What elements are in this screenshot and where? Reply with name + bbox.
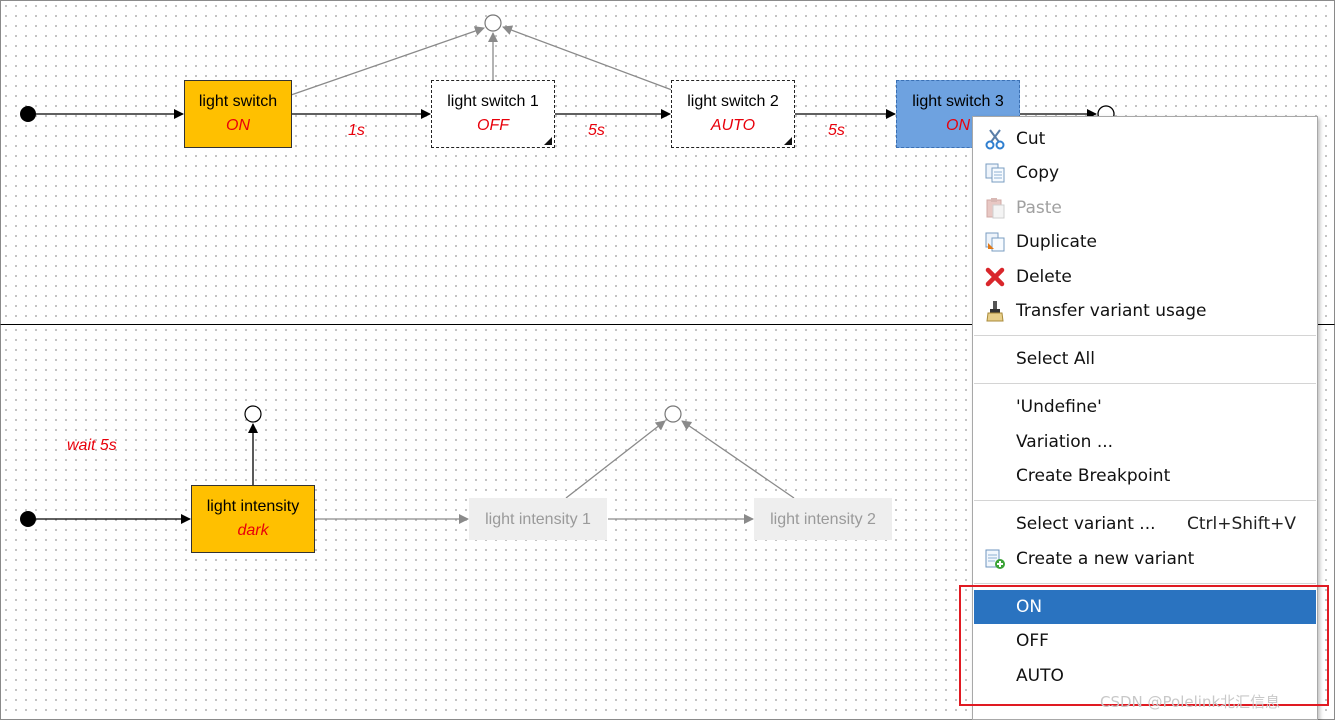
step-title: light switch 2 bbox=[687, 93, 779, 110]
menu-item-variation[interactable]: Variation ... bbox=[1016, 432, 1114, 452]
resize-handle-icon[interactable] bbox=[784, 137, 792, 145]
step-light-switch-2[interactable]: light switch 2 AUTO bbox=[671, 80, 795, 148]
menu-item-duplicate[interactable]: Duplicate bbox=[974, 225, 1316, 259]
paste-icon bbox=[986, 198, 1005, 219]
step-light-intensity-1[interactable]: light intensity 1 bbox=[469, 498, 607, 540]
new-variant-icon bbox=[985, 549, 1005, 569]
step-value: AUTO bbox=[710, 117, 756, 134]
menu-separator bbox=[974, 500, 1316, 501]
menu-item-select-all[interactable]: Select All bbox=[1016, 349, 1095, 369]
brush-icon bbox=[986, 301, 1004, 322]
copy-icon bbox=[985, 163, 1005, 183]
scissors-icon bbox=[985, 129, 1005, 150]
step-light-switch-1[interactable]: light switch 1 OFF bbox=[431, 80, 555, 148]
menu-item-variant-off[interactable]: OFF bbox=[1016, 631, 1049, 651]
menu-item-delete[interactable]: Delete bbox=[974, 260, 1316, 294]
delete-x-icon bbox=[985, 267, 1005, 287]
menu-item-select-variant[interactable]: Select variant ... Ctrl+Shift+V bbox=[974, 507, 1316, 541]
menu-item-variant-auto[interactable]: AUTO bbox=[1016, 666, 1064, 686]
menu-separator bbox=[974, 335, 1316, 336]
menu-item-copy[interactable]: Copy bbox=[974, 156, 1316, 190]
menu-separator bbox=[974, 383, 1316, 384]
wait-annotation: wait 5s bbox=[67, 437, 117, 454]
menu-item-transfer-variant-usage[interactable]: Transfer variant usage bbox=[974, 294, 1316, 328]
step-value: dark bbox=[237, 522, 269, 539]
menu-item-paste: Paste bbox=[974, 191, 1316, 225]
delay-label: 1s bbox=[348, 122, 365, 139]
menu-item-create-new-variant[interactable]: Create a new variant bbox=[974, 542, 1316, 576]
step-title: light intensity 2 bbox=[770, 511, 876, 528]
menu-item-variant-on[interactable]: ON bbox=[974, 590, 1316, 624]
menu-item-undefine[interactable]: 'Undefine' bbox=[1016, 397, 1102, 417]
step-value: ON bbox=[226, 117, 250, 134]
context-menu: Cut Copy Paste Duplicate Dele bbox=[972, 116, 1318, 720]
menu-item-create-breakpoint[interactable]: Create Breakpoint bbox=[1016, 466, 1171, 486]
delay-label: 5s bbox=[828, 122, 845, 139]
delay-label: 5s bbox=[588, 122, 605, 139]
step-title: light intensity bbox=[206, 498, 300, 515]
step-title: light intensity 1 bbox=[485, 511, 591, 528]
watermark: CSDN @Polelink北汇信息 bbox=[1100, 693, 1281, 711]
step-light-intensity-2[interactable]: light intensity 2 bbox=[754, 498, 892, 540]
step-light-switch[interactable]: light switch ON bbox=[184, 80, 292, 148]
menu-separator bbox=[974, 583, 1316, 584]
step-value: OFF bbox=[477, 117, 509, 134]
step-light-intensity[interactable]: light intensity dark bbox=[191, 485, 315, 553]
duplicate-icon bbox=[985, 232, 1005, 252]
step-value: ON bbox=[946, 117, 970, 134]
step-title: light switch 1 bbox=[447, 93, 539, 110]
step-title: light switch 3 bbox=[912, 93, 1004, 110]
resize-handle-icon[interactable] bbox=[544, 137, 552, 145]
shortcut-label: Ctrl+Shift+V bbox=[1186, 514, 1296, 534]
step-title: light switch bbox=[198, 93, 278, 110]
menu-item-cut[interactable]: Cut bbox=[974, 122, 1316, 156]
